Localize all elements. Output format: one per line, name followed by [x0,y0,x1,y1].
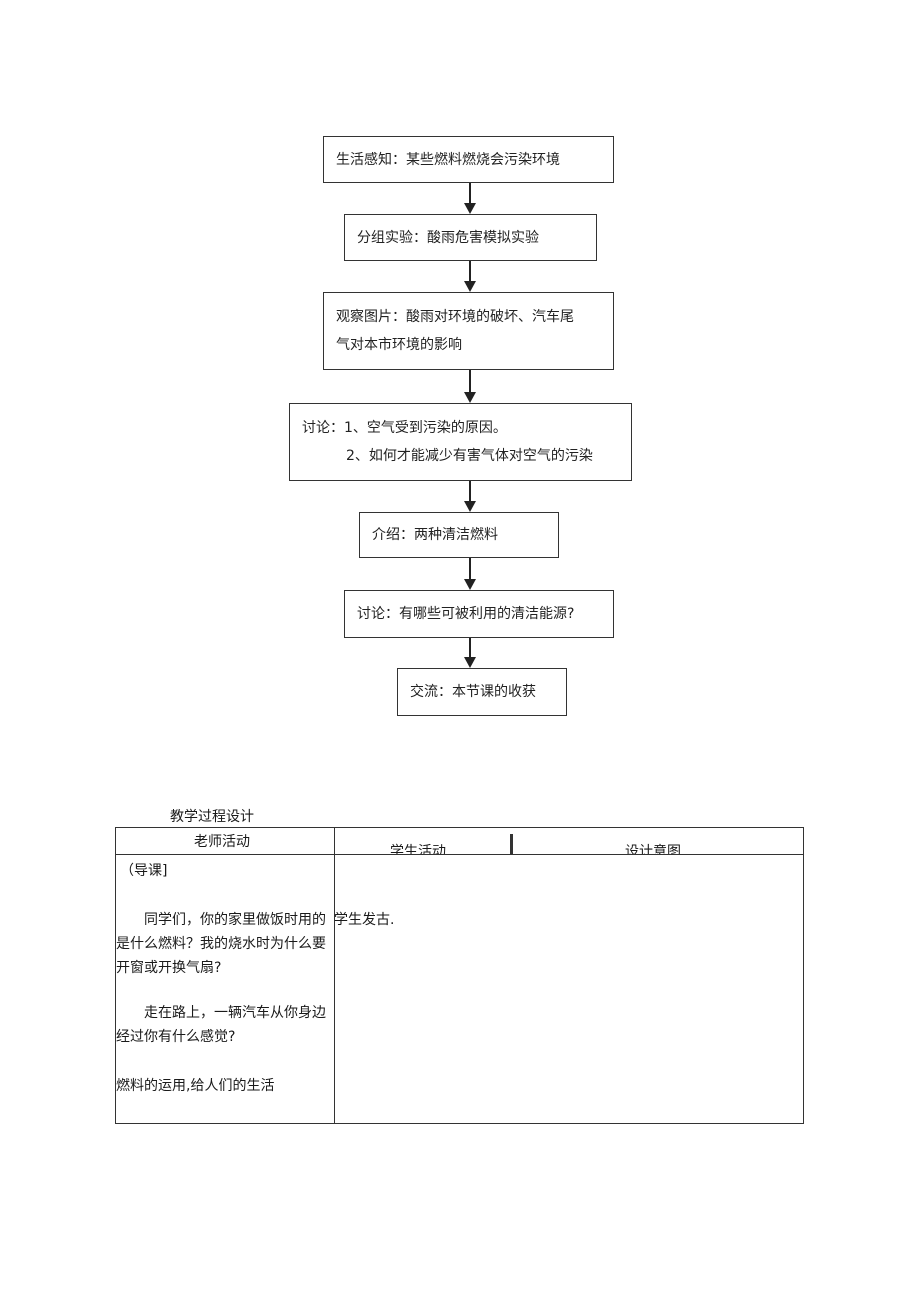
teacher-paragraph-2: 走在路上，一辆汽车从你身边经过你有什么感觉? [116,1005,326,1045]
header-teacher-activity: 老师活动 [194,834,250,850]
flow-step-1-text: 生活感知：某些燃料燃烧会污染环境 [336,151,560,168]
flow-arrow-1 [464,183,476,214]
teacher-paragraph-1: 同学们，你的家里做饭时用的是什么燃料？我的烧水时为什么要开窗或开换气扇? [116,912,326,976]
column-divider-2 [510,834,513,854]
flow-step-7-text: 交流：本节课的收获 [410,684,536,700]
flow-step-5: 介绍：两种清洁燃料 [359,512,559,558]
column-divider-1 [334,828,335,1123]
flow-arrow-4 [464,481,476,512]
student-response: 学生发古. [334,912,395,928]
flow-step-4-line-1: 讨论：1、空气受到污染的原因。 [302,420,507,436]
flow-arrow-3 [464,370,476,403]
flow-step-2: 分组实验：酸雨危害模拟实验 [344,214,597,261]
header-divider [116,854,803,855]
flow-step-4-line-2: 2、如何才能减少有害气体对空气的污染 [346,448,593,464]
lesson-table-title: 教学过程设计 [170,809,254,825]
flow-arrow-2 [464,261,476,292]
flow-step-1: 生活感知：某些燃料燃烧会污染环境 [323,136,614,183]
flow-step-6-text: 讨论：有哪些可被利用的清洁能源? [357,606,575,622]
flow-step-7: 交流：本节课的收获 [397,668,567,716]
flow-step-6: 讨论：有哪些可被利用的清洁能源? [344,590,614,638]
header-design-intent: 设计意图 [625,844,681,854]
flow-step-3: 观察图片：酸雨对环境的破坏、汽车尾 气对本市环境的影响 [323,292,614,370]
flow-step-3-line-1: 观察图片：酸雨对环境的破坏、汽车尾 [336,309,574,325]
flow-step-3-line-2: 气对本市环境的影响 [336,337,462,353]
flow-arrow-5 [464,558,476,590]
flow-step-2-text: 分组实验：酸雨危害模拟实验 [357,229,539,246]
flow-arrow-6 [464,638,476,668]
lesson-table: 老师活动 学生活动 设计意图 （导课] 同学们，你的家里做饭时用的是什么燃料？我… [115,827,804,1124]
flow-step-4: 讨论：1、空气受到污染的原因。 2、如何才能减少有害气体对空气的污染 [289,403,632,481]
teacher-paragraph-3: 燃料的运用,给人们的生活 [116,1078,275,1094]
flow-step-5-text: 介绍：两种清洁燃料 [372,527,498,543]
teacher-section-label: （导课] [120,863,168,879]
header-student-activity: 学生活动 [390,844,446,854]
